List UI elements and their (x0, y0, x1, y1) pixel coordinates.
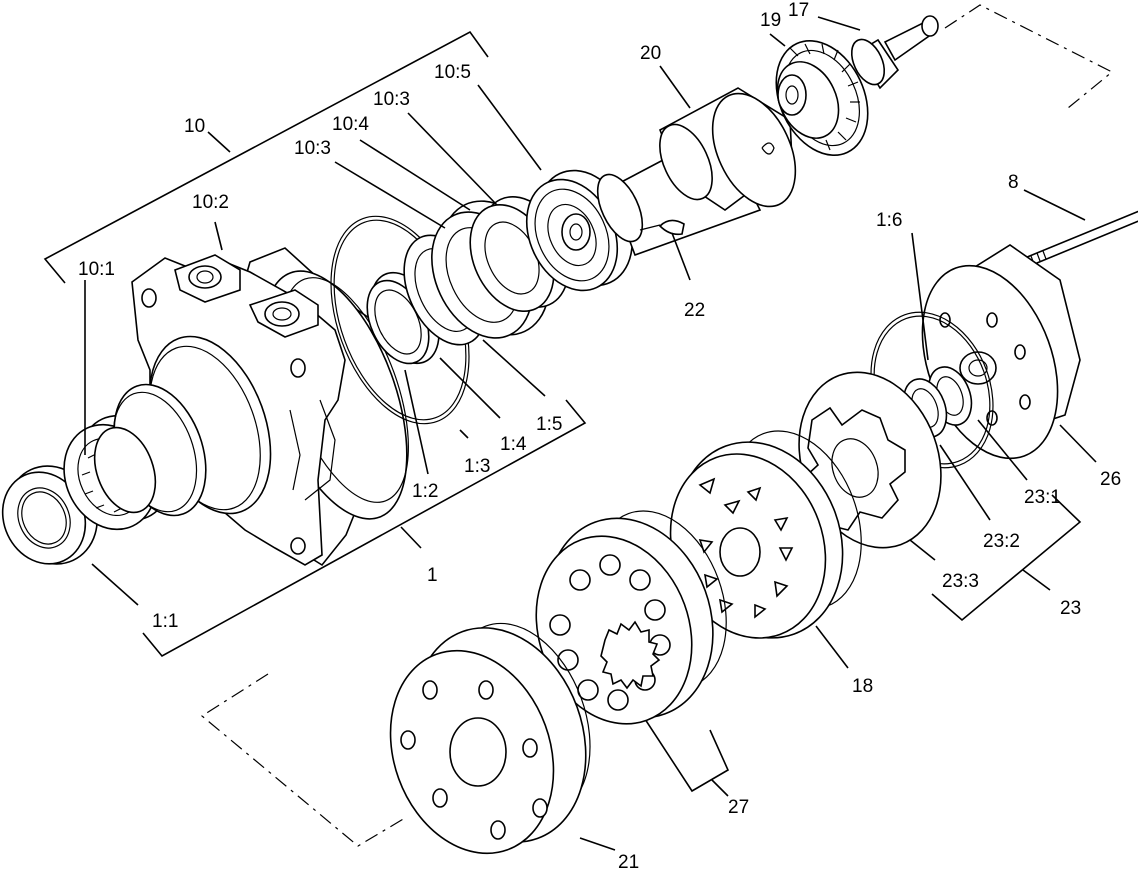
label-1-2: 1:2 (412, 481, 438, 502)
part-key-22 (658, 219, 685, 236)
label-27: 27 (728, 797, 749, 818)
label-10-5: 10:5 (434, 62, 471, 83)
label-18: 18 (852, 676, 873, 697)
label-10-3-upper: 10:3 (373, 89, 410, 110)
bracket-10 (43, 30, 489, 284)
bracket-23 (931, 494, 1082, 622)
label-23-2: 23:2 (983, 531, 1020, 552)
axis-centerlines (200, 4, 1114, 847)
label-8: 8 (1008, 172, 1019, 193)
label-19: 19 (760, 10, 781, 31)
label-23: 23 (1060, 598, 1081, 619)
part-rotor-23-3 (798, 371, 942, 549)
bracket-27 (625, 689, 730, 797)
part-shaft-20 (596, 87, 797, 257)
label-1: 1 (427, 565, 438, 586)
label-1-6: 1:6 (876, 210, 902, 231)
part-plate-18 (669, 430, 862, 639)
label-26: 26 (1100, 469, 1121, 490)
label-23-3: 23:3 (942, 571, 979, 592)
label-23-1: 23:1 (1024, 487, 1061, 508)
part-coverplate-21 (389, 622, 591, 855)
leader-lines (84, 16, 1097, 851)
bracket-1 (142, 399, 587, 658)
label-10-1: 10:1 (78, 259, 115, 280)
label-22: 22 (684, 300, 705, 321)
part-gear-19 (775, 39, 869, 157)
part-housing-1 (93, 247, 409, 567)
part-driveshaft-17 (850, 15, 939, 90)
label-17: 17 (788, 0, 809, 21)
label-1-1: 1:1 (152, 611, 178, 632)
label-20: 20 (640, 43, 661, 64)
label-10-3-lower: 10:3 (294, 138, 331, 159)
label-10-4: 10:4 (332, 114, 369, 135)
part-gearset-27 (535, 510, 727, 725)
label-10-2: 10:2 (192, 192, 229, 213)
label-1-4: 1:4 (500, 434, 527, 455)
label-21: 21 (618, 852, 639, 873)
label-1-5: 1:5 (536, 414, 562, 435)
part-bolt-8 (1013, 210, 1138, 271)
callout-labels: 10 10:2 10:1 10:3 10:4 10:3 10:5 20 19 1… (78, 0, 1121, 873)
label-10: 10 (184, 116, 205, 137)
label-1-3: 1:3 (464, 456, 490, 477)
